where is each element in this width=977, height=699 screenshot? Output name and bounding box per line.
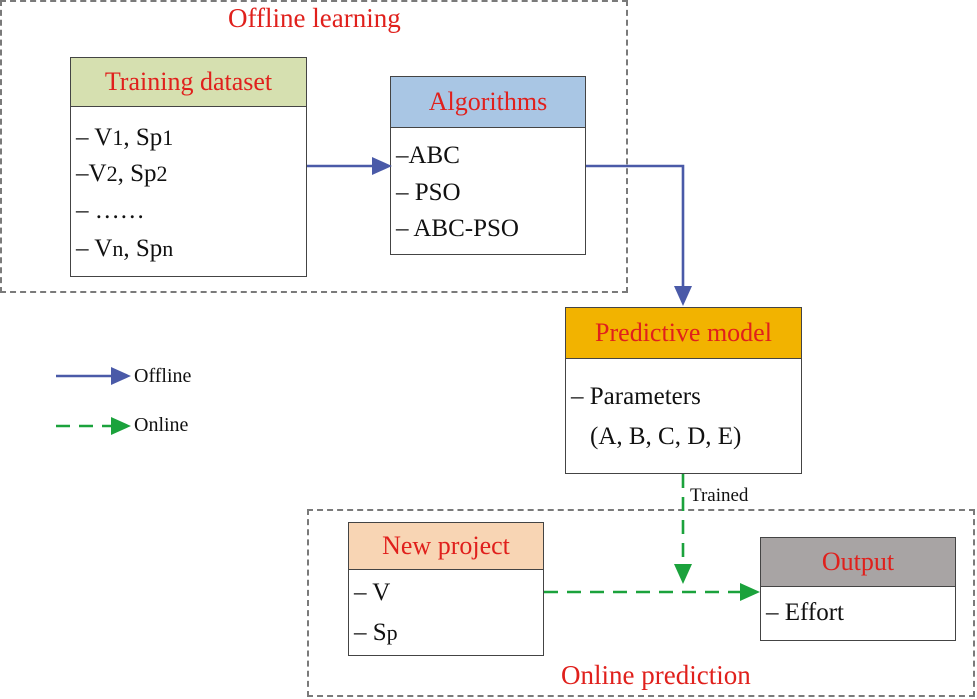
online-arrow-project-to-output (544, 583, 760, 601)
training-item-ellipsis: – …… (76, 197, 145, 224)
output-item-effort: – Effort (766, 599, 844, 626)
training-dataset-box: Training dataset (70, 57, 307, 277)
online-prediction-label: Online prediction (561, 660, 751, 690)
algorithm-pso: – PSO (396, 179, 461, 206)
algorithms-title: Algorithms (428, 87, 548, 116)
offline-learning-label: Offline learning (228, 3, 401, 33)
output-header: Output (761, 538, 955, 587)
offline-arrow-algorithms-to-model (586, 164, 692, 306)
algorithms-header: Algorithms (391, 77, 585, 128)
new-project-title: New project (382, 531, 510, 560)
algorithm-abc: –ABC (396, 142, 460, 169)
new-project-item-v: – V (354, 579, 391, 606)
predictive-model-box: Predictive model (565, 307, 802, 474)
training-item-2: –V2, Sp2 (76, 160, 168, 187)
legend-online-arrow (56, 417, 131, 435)
online-prediction-region (307, 509, 975, 697)
predictive-parameter-list: (A, B, C, D, E) (590, 423, 742, 450)
training-item-n: – Vn, Spn (76, 235, 174, 262)
new-project-box: New project (348, 522, 544, 656)
new-project-header: New project (349, 523, 543, 570)
output-title: Output (821, 547, 895, 576)
algorithms-box: Algorithms (390, 76, 586, 255)
predictive-parameters: – Parameters (571, 383, 701, 410)
legend-offline-arrow (56, 367, 131, 385)
legend-offline-label: Offline (134, 365, 192, 387)
output-box: Output (760, 537, 956, 641)
training-dataset-title: Training dataset (104, 67, 273, 96)
legend-online-label: Online (134, 414, 189, 436)
offline-learning-region (0, 0, 628, 293)
predictive-model-header: Predictive model (566, 308, 801, 359)
training-dataset-header: Training dataset (71, 58, 306, 107)
online-arrow-model-to-output (674, 474, 692, 584)
offline-arrow-training-to-algorithms (307, 157, 392, 175)
predictive-model-title: Predictive model (595, 318, 772, 347)
new-project-item-sp: – Sp (354, 619, 398, 646)
algorithm-abc-pso: – ABC-PSO (396, 215, 519, 242)
trained-label: Trained (690, 485, 749, 506)
training-item-1: – V1, Sp1 (76, 124, 174, 151)
